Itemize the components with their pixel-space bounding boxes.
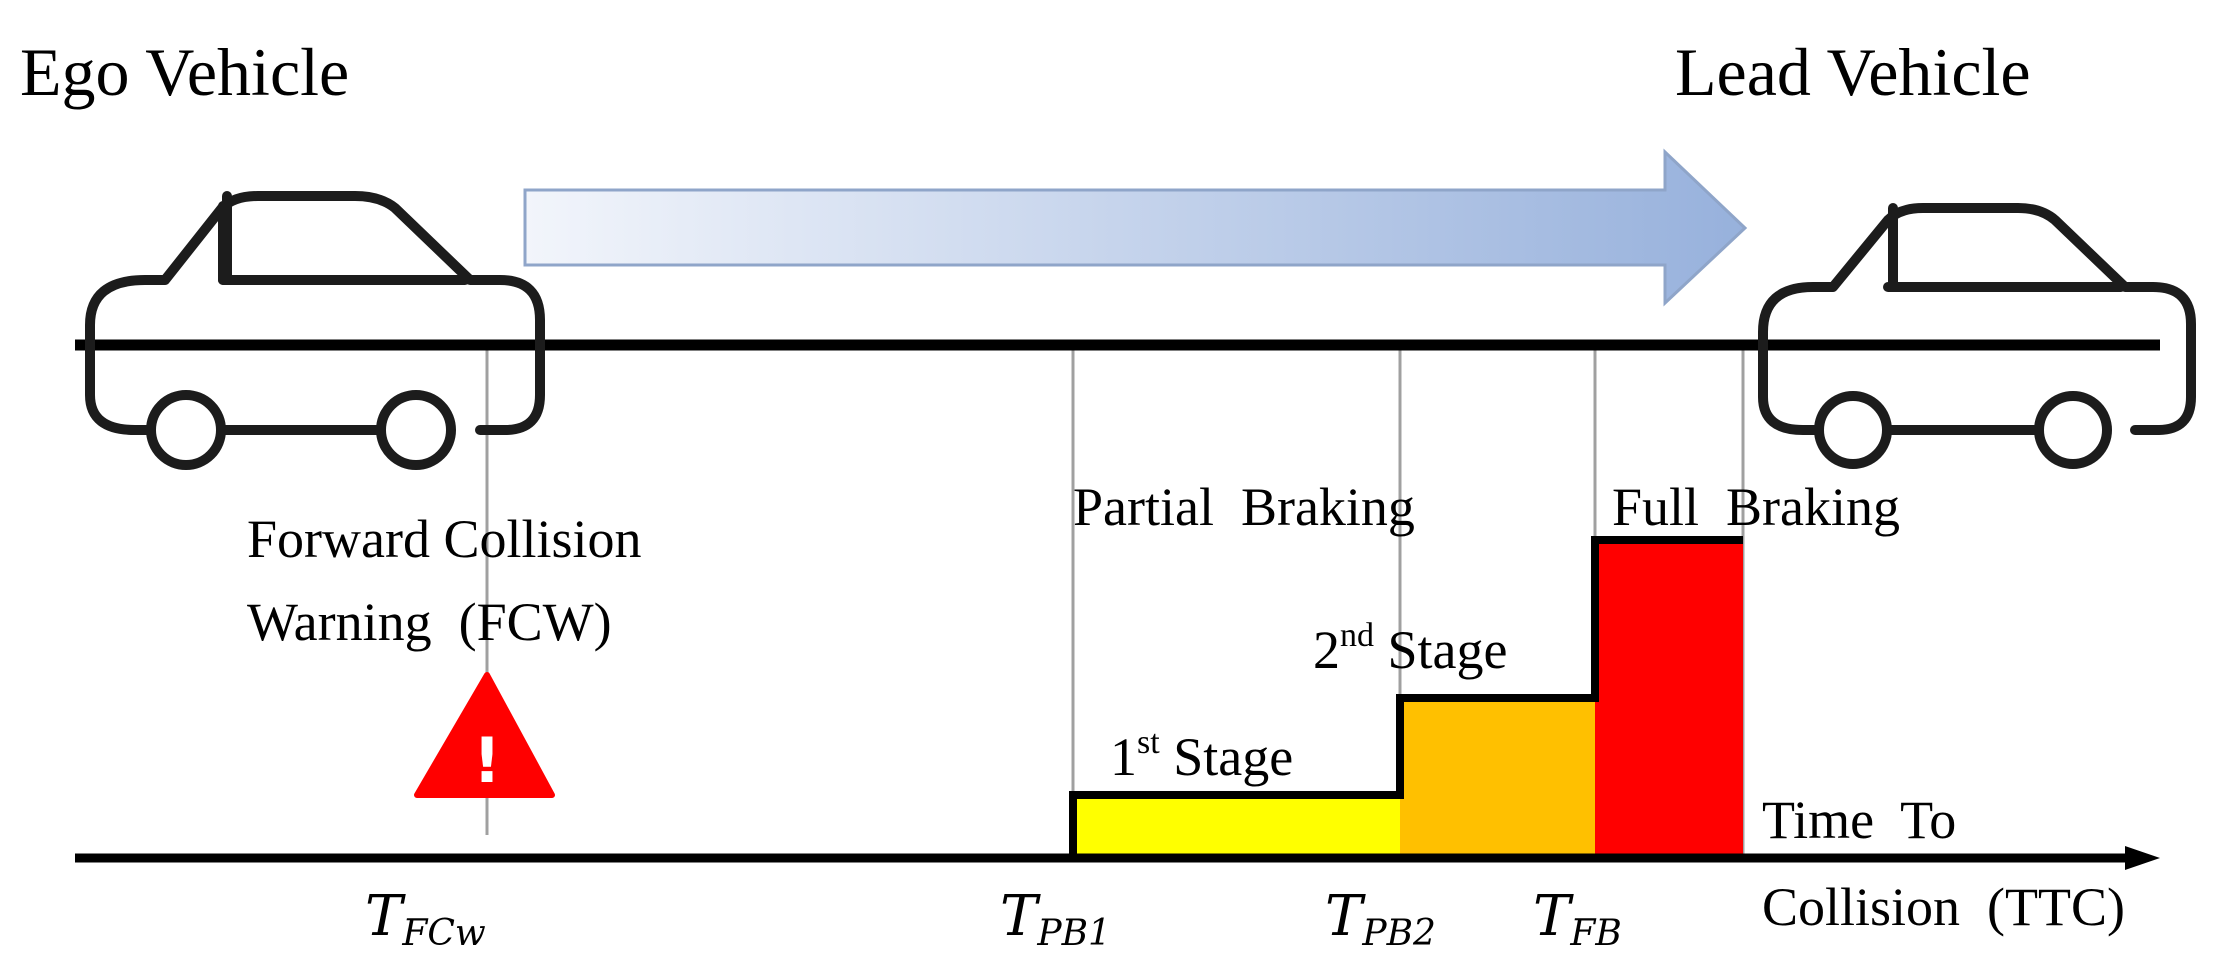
warning-mark: ! [473,724,501,797]
stage2-number: 2 [1313,620,1340,680]
stage2-word: Stage [1374,620,1507,680]
tick-t-fb-main: T [1533,884,1574,949]
tick-t-pb2-sub: PB2 [1361,913,1436,954]
stage1-word: Stage [1160,727,1293,787]
arrow-right-icon [523,148,1748,307]
tick-t-pb1-sub: PB1 [1036,913,1111,954]
lead-car-icon [1758,203,2196,469]
braking-profile-line [1069,536,1743,857]
tick-label-t-pb1: TPB1 [1000,884,1111,954]
warning-triangle-icon: ! [414,672,555,798]
stage2-superscript: nd [1340,617,1374,654]
stage2-braking-bar [1400,698,1595,857]
stage1-label: 1st Stage [1110,724,1293,787]
ttc-axis-label-line1: Time To [1762,790,1956,850]
full-braking-bar [1595,540,1743,857]
tick-t-fb-sub: FB [1569,913,1621,954]
ego-car-icon [85,191,545,470]
tick-t-pb1-main: T [1000,884,1041,949]
tick-t-fcw-main: T [365,884,406,949]
ego-vehicle-label: Ego Vehicle [20,34,349,110]
full-braking-label: Full Braking [1612,477,1900,537]
tick-label-t-fcw: TFCw [365,884,486,954]
ttc-axis-label-line2: Collision (TTC) [1762,877,2125,937]
stage2-label: 2nd Stage [1313,617,1507,680]
tick-t-pb2-main: T [1325,884,1366,949]
fcw-label-line1: Forward Collision [247,509,642,569]
tick-t-fcw-sub: FCw [401,913,486,954]
stage1-superscript: st [1137,724,1160,761]
partial-braking-label: Partial Braking [1073,477,1415,537]
lead-vehicle-label: Lead Vehicle [1675,34,2031,110]
time-axis-arrowhead [2125,846,2160,870]
tick-label-t-pb2: TPB2 [1325,884,1436,954]
tick-label-t-fb: TFB [1533,884,1622,954]
stage1-braking-bar [1073,795,1400,857]
stage1-number: 1 [1110,727,1137,787]
fcw-label-line2: Warning (FCW) [247,592,612,652]
